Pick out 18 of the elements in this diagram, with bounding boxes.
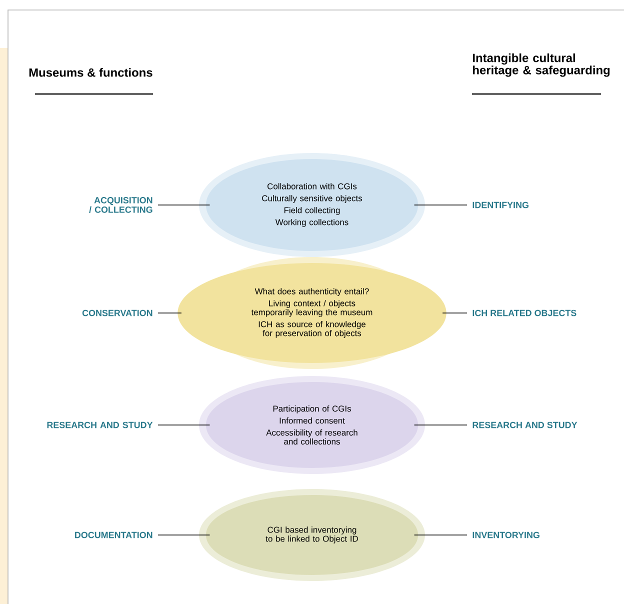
function-label: DOCUMENTATION [75,532,152,538]
connector-line [414,424,468,426]
connector-line [158,534,210,536]
connector-line [414,534,468,536]
column-heading: Museums & functions [29,68,152,77]
connector-line [158,312,182,314]
function-label: RESEARCH AND STUDY [472,422,578,428]
connector-line [414,204,468,206]
function-label: ACQUISITION / COLLECTING [89,197,152,213]
column-heading: Intangible cultural heritage & safeguarding [473,53,610,77]
connector-line [442,312,468,314]
function-label: CONSERVATION [82,310,152,316]
connector-line [158,424,210,426]
function-label: IDENTIFYING [472,202,528,208]
function-label: RESEARCH AND STUDY [47,422,153,428]
function-label: INVENTORYING [472,532,540,538]
connector-line [158,204,210,206]
function-label: ICH RELATED OBJECTS [472,310,576,316]
